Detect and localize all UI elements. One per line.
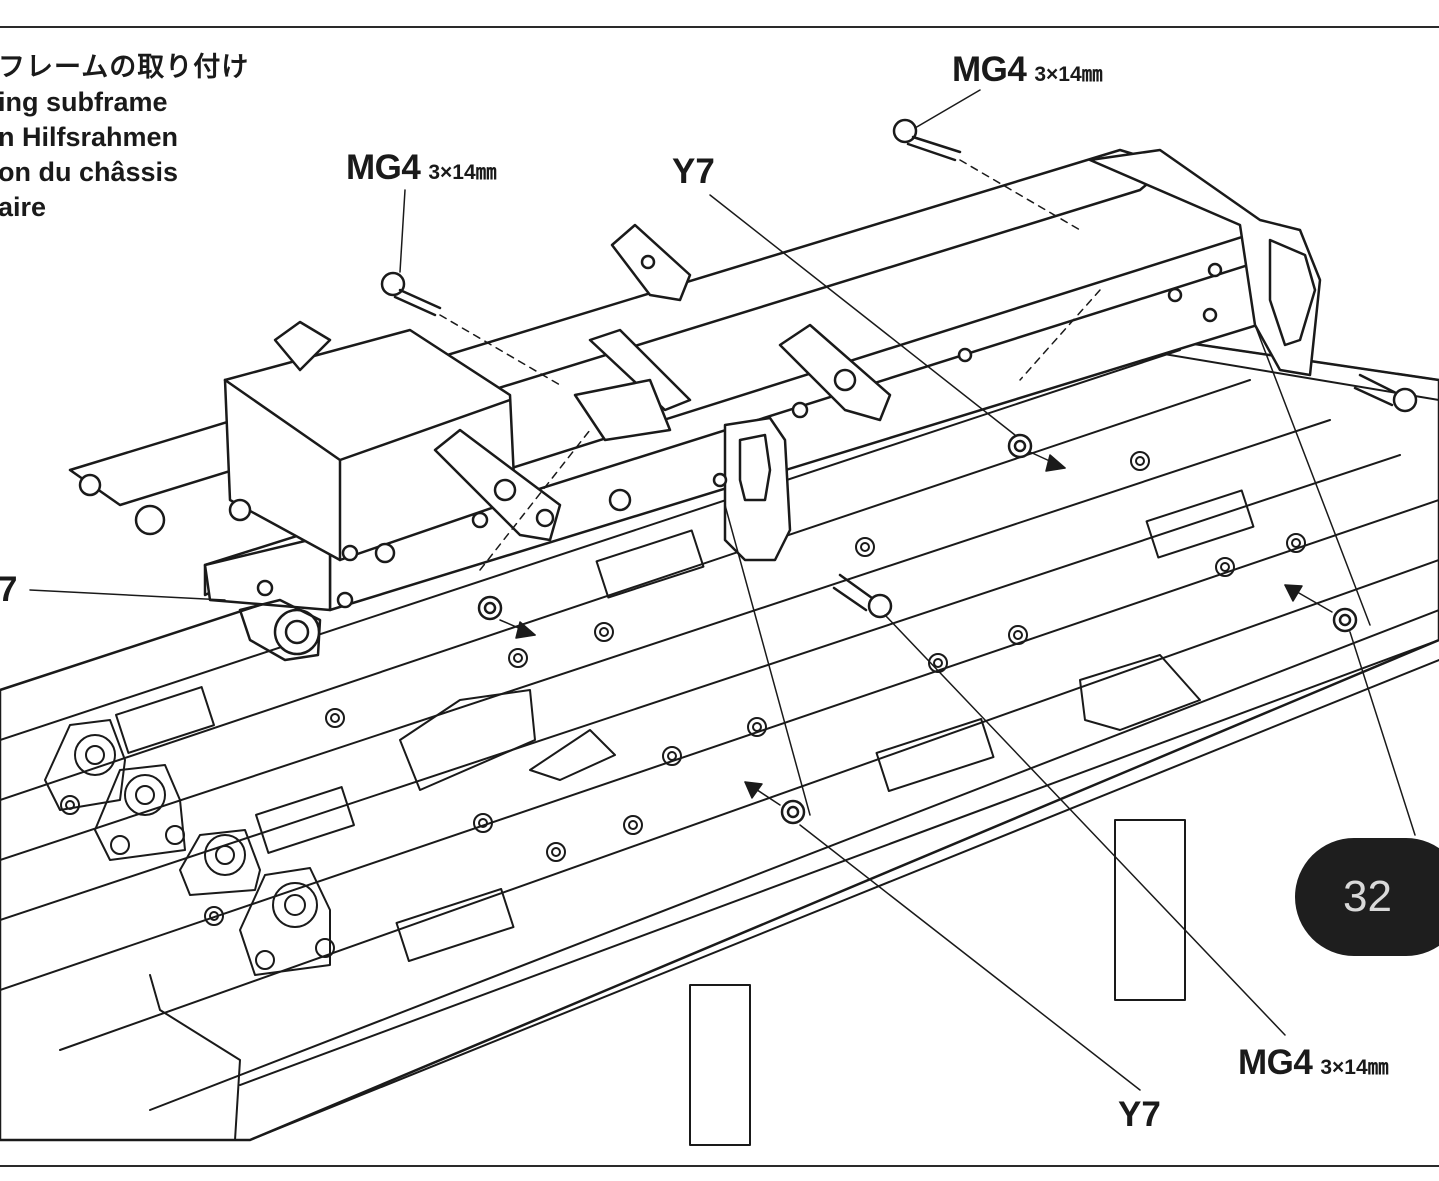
part-size: 3×14㎜ xyxy=(428,161,497,184)
title-french-cont: aire xyxy=(0,192,47,222)
step-title: フレームの取り付け ing subframe n Hilfsrahmen on … xyxy=(0,50,249,225)
screws xyxy=(380,118,1418,825)
bottom-border-rule xyxy=(0,1165,1439,1167)
callout-y7-top: Y7 xyxy=(672,152,715,191)
top-border-rule xyxy=(0,26,1439,28)
part-code: MG4 xyxy=(952,50,1027,89)
screw-mg4-top-left xyxy=(380,271,442,317)
screw-mg4-bottom xyxy=(832,573,893,619)
page-number: 32 xyxy=(1343,872,1392,921)
subframe xyxy=(68,148,1322,662)
screw-mg4-top-right xyxy=(892,118,962,162)
callout-y7-bottom: Y7 xyxy=(1118,1095,1161,1134)
assembly-guides xyxy=(29,89,1416,1091)
part-size: 3×14㎜ xyxy=(1320,1056,1389,1079)
callout-mg4-top-right: MG4 3×14㎜ xyxy=(952,50,1103,90)
part-code: MG4 xyxy=(1238,1043,1313,1082)
callout-y7-left: 7 xyxy=(0,570,18,609)
bed-mounting-holes xyxy=(60,451,1306,926)
title-german: n Hilfsrahmen xyxy=(0,122,179,152)
part-size: 3×14㎜ xyxy=(1034,63,1103,86)
part-code: MG4 xyxy=(346,148,421,187)
hinge-brackets xyxy=(44,719,335,976)
title-english: ing subframe xyxy=(0,87,168,117)
title-japanese: フレームの取り付け xyxy=(0,52,250,82)
callout-mg4-top-left: MG4 3×14㎜ xyxy=(346,148,497,188)
screw-mg4-right xyxy=(1353,373,1418,413)
page-number-badge: 32 xyxy=(1295,838,1439,956)
callout-mg4-bottom-right: MG4 3×14㎜ xyxy=(1238,1043,1389,1083)
title-french: on du châssis xyxy=(0,157,179,187)
